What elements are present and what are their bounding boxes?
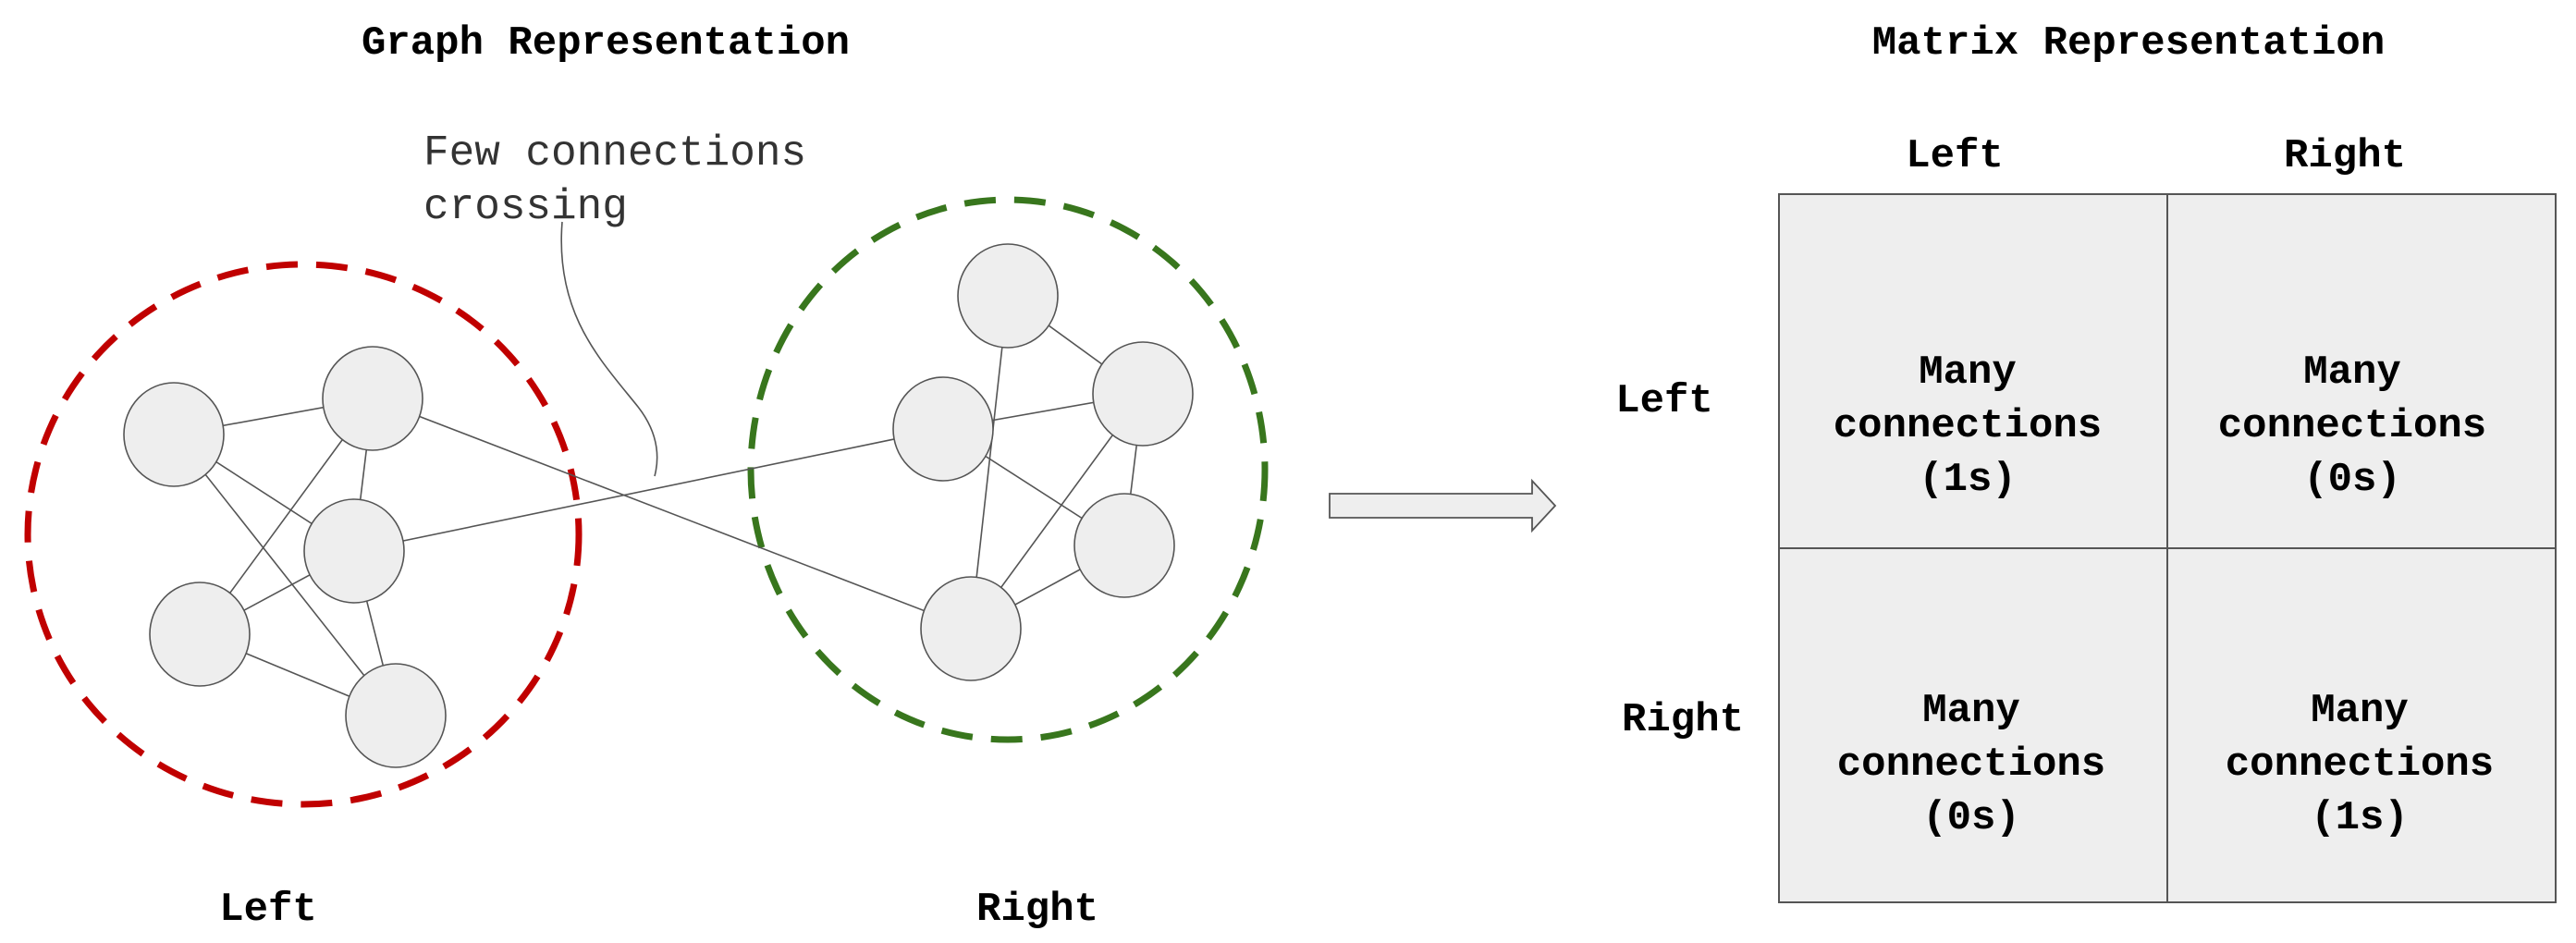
cell-text: (1s) bbox=[2311, 795, 2409, 841]
matrix-cell-text-left-left: Many connections (1s) bbox=[1834, 349, 2102, 503]
graph-node bbox=[1092, 341, 1194, 447]
matrix-cell-text-right-right: Many connections (1s) bbox=[2226, 688, 2494, 841]
left-cluster-label: Left bbox=[219, 887, 317, 933]
cell-text: connections bbox=[1837, 741, 2105, 788]
annotation-leader-line bbox=[560, 221, 658, 477]
cell-text: connections bbox=[2218, 403, 2486, 449]
right-cluster-nodes bbox=[892, 243, 1194, 681]
edge bbox=[970, 295, 1009, 630]
matrix-title: Matrix Representation bbox=[1872, 20, 2386, 67]
matrix-row-header-left: Left bbox=[1615, 378, 1713, 424]
annotation-line-2: crossing bbox=[423, 183, 628, 231]
right-arrow-icon bbox=[1329, 478, 1557, 533]
cell-text: (0s) bbox=[1922, 795, 2020, 841]
cell-text: (0s) bbox=[2303, 457, 2401, 503]
matrix-cell-text-right-left: Many connections (0s) bbox=[1837, 688, 2105, 841]
matrix-cell-right-left bbox=[1778, 547, 2168, 903]
graph-node bbox=[892, 376, 994, 482]
annotation-line-1: Few connections bbox=[423, 129, 806, 178]
graph-node bbox=[149, 582, 251, 687]
left-cluster-nodes bbox=[123, 346, 447, 768]
right-cluster-label: Right bbox=[976, 887, 1098, 933]
cell-text: (1s) bbox=[1919, 457, 2017, 503]
matrix-row-header-right: Right bbox=[1622, 697, 1744, 743]
graph-node bbox=[920, 576, 1022, 681]
graph-node bbox=[322, 346, 423, 451]
graph-node bbox=[123, 382, 225, 487]
left-cluster-outline bbox=[24, 261, 583, 808]
crossing-edge bbox=[353, 428, 944, 552]
matrix-grid bbox=[1778, 193, 2557, 903]
edge bbox=[173, 434, 397, 716]
graph-node bbox=[957, 243, 1059, 349]
graph-node bbox=[345, 663, 447, 768]
cell-text: connections bbox=[2226, 741, 2494, 788]
graph-node bbox=[303, 498, 405, 604]
matrix-cell-right-right bbox=[2166, 547, 2557, 903]
matrix-col-header-right: Right bbox=[2284, 133, 2406, 179]
matrix-cell-text-left-right: Many connections (0s) bbox=[2218, 349, 2486, 503]
matrix-col-header-left: Left bbox=[1906, 133, 2004, 179]
graph-title: Graph Representation bbox=[362, 20, 850, 67]
cell-text: Many bbox=[1922, 688, 2020, 734]
crossing-edges bbox=[353, 398, 972, 630]
crossing-edge bbox=[372, 398, 972, 630]
cell-text: connections bbox=[1834, 403, 2102, 449]
cell-text: Many bbox=[1919, 349, 2017, 396]
right-cluster-outline bbox=[747, 196, 1269, 743]
cell-text: Many bbox=[2303, 349, 2401, 396]
graph-node bbox=[1073, 493, 1175, 598]
matrix-cell-left-left bbox=[1778, 193, 2168, 549]
cell-text: Many bbox=[2311, 688, 2409, 734]
